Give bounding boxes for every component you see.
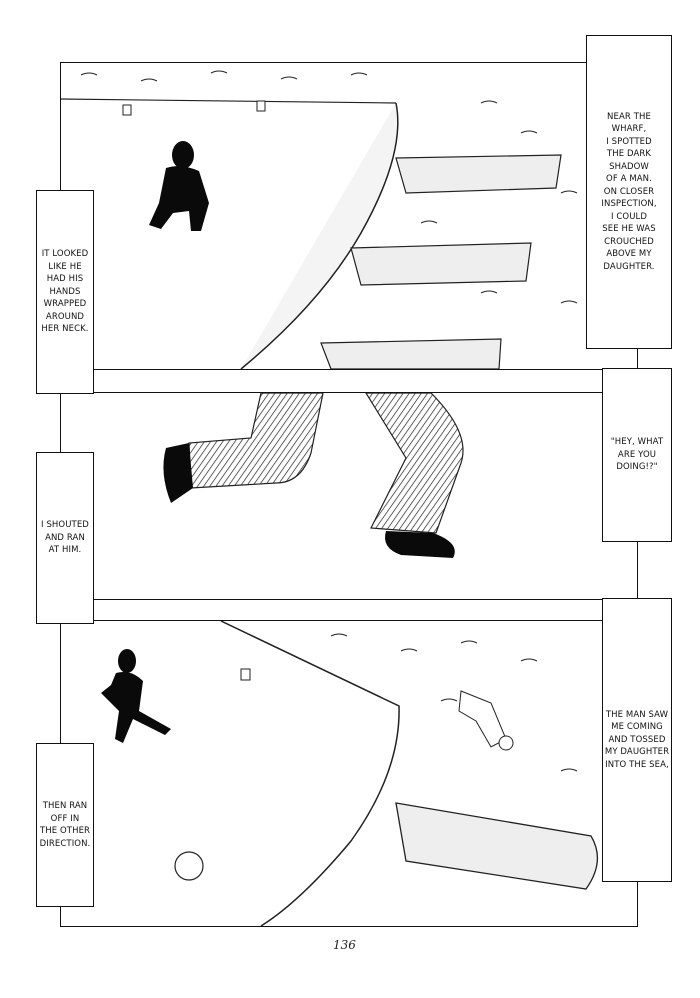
- right-shoe: [385, 531, 455, 558]
- caption-hands: IT LOOKED LIKE HE HAD HIS HANDS WRAPPED …: [36, 190, 94, 394]
- caption-wharf: NEAR THE WHARF, I SPOTTED THE DARK SHADO…: [586, 35, 672, 349]
- caption-text: THE MAN SAW ME COMING AND TOSSED MY DAUG…: [604, 709, 670, 770]
- page-number: 136: [333, 938, 356, 952]
- caption-tossed: THE MAN SAW ME COMING AND TOSSED MY DAUG…: [602, 598, 672, 882]
- boats: [320, 154, 562, 369]
- caption-text: THEN RAN OFF IN THE OTHER DIRECTION.: [39, 801, 91, 849]
- caption-fled: THEN RAN OFF IN THE OTHER DIRECTION.: [36, 743, 94, 907]
- boat: [395, 802, 598, 890]
- wharf-edge: [240, 102, 399, 369]
- panel-running-legs: [60, 392, 638, 600]
- sea-toss-illustration: [61, 621, 598, 926]
- caption-text: IT LOOKED LIKE HE HAD HIS HANDS WRAPPED …: [41, 249, 89, 335]
- fleeing-shadow-man: [101, 649, 171, 743]
- left-leg: [188, 393, 324, 489]
- left-shoe: [163, 443, 193, 503]
- wharf-illustration: [61, 70, 578, 369]
- crouching-shadow-man: [149, 141, 209, 231]
- sea-waves: [80, 70, 578, 304]
- panel-tossed-into-sea: [60, 620, 638, 927]
- hat: [174, 851, 204, 881]
- caption-shout: "HEY, WHAT ARE YOU DOING!?": [602, 368, 672, 542]
- caption-text: "HEY, WHAT ARE YOU DOING!?": [610, 437, 664, 473]
- running-legs-illustration: [163, 393, 464, 558]
- daughter-figure: [458, 690, 514, 751]
- panel-wharf-shadow: [60, 62, 638, 370]
- caption-text: I SHOUTED AND RAN AT HIM.: [41, 520, 89, 556]
- wharf-edge: [220, 621, 400, 926]
- right-leg: [365, 393, 464, 534]
- caption-text: NEAR THE WHARF, I SPOTTED THE DARK SHADO…: [601, 111, 657, 272]
- caption-ran: I SHOUTED AND RAN AT HIM.: [36, 452, 94, 624]
